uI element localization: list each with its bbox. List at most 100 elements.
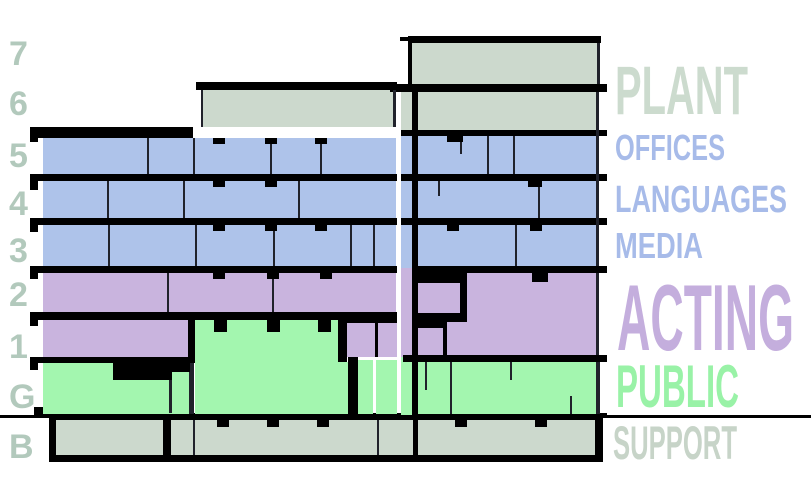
partition — [272, 273, 274, 312]
floor-label-6: 6 — [9, 85, 28, 123]
floor-label-7: 7 — [9, 35, 28, 73]
slab — [30, 357, 190, 363]
edge — [201, 90, 203, 127]
slab — [412, 266, 607, 273]
column-tab — [30, 266, 38, 279]
slab — [403, 355, 607, 362]
atrium-west-wall-lower — [189, 363, 194, 414]
floor-label-5: 5 — [9, 137, 28, 175]
atrium-east-wall — [338, 320, 347, 362]
partition — [270, 138, 272, 174]
zone-label-public: PUBLIC — [616, 353, 739, 420]
slab — [401, 218, 607, 225]
floor-axis: 7 6 5 4 3 2 1 G B — [9, 35, 35, 466]
slab — [30, 266, 397, 273]
floor-label-1: 1 — [9, 328, 28, 366]
beam — [530, 225, 542, 231]
partition — [460, 142, 462, 154]
zone-label-offices: OFFICES — [615, 127, 725, 168]
beam — [320, 273, 332, 279]
atrium-double-height — [195, 320, 338, 414]
beam — [213, 273, 225, 279]
beam — [265, 225, 277, 231]
wall — [375, 320, 378, 357]
core-strip-levels-3-5 — [401, 130, 412, 268]
partition — [350, 225, 352, 266]
beam — [217, 420, 229, 427]
zone-label-media: MEDIA — [615, 225, 703, 266]
ground-floor-room — [376, 360, 397, 414]
backstage-room — [418, 283, 460, 313]
wall — [169, 380, 172, 413]
column-tab — [30, 127, 38, 142]
ground-line-right — [607, 415, 811, 418]
partition — [438, 181, 440, 196]
penthouse-roof — [408, 36, 601, 43]
beam — [213, 181, 225, 187]
level-1-left — [43, 320, 188, 357]
penthouse-west-wall — [408, 37, 412, 87]
core-wall-basement — [413, 420, 418, 455]
beam — [447, 225, 459, 231]
beam — [213, 225, 225, 231]
partition — [183, 181, 185, 218]
ground-floor-room — [358, 360, 373, 414]
partition — [425, 362, 427, 390]
floor-label-basement: B — [9, 428, 34, 466]
ground-slab — [43, 413, 607, 418]
beam — [265, 138, 277, 144]
column-tab — [30, 218, 38, 232]
mezzanine-slab — [113, 372, 172, 380]
beam — [317, 420, 329, 427]
penthouse-roof-lip — [400, 37, 410, 41]
beam — [265, 181, 277, 187]
core-strip-levels-1-2 — [401, 268, 412, 357]
beam — [447, 136, 463, 142]
level-6-right — [417, 92, 598, 130]
roof-slab-left — [30, 127, 193, 138]
atrium-beam — [267, 320, 280, 332]
partition — [167, 273, 169, 312]
partition — [373, 225, 375, 266]
partition — [538, 181, 540, 218]
beam — [315, 138, 327, 144]
backstage-room — [418, 328, 443, 355]
partition — [147, 138, 149, 174]
level-1-room — [347, 323, 375, 357]
zone-labels: PLANT OFFICES LANGUAGES MEDIA ACTING PUB… — [613, 52, 794, 469]
main-theatre-lower — [447, 322, 598, 355]
level-4-right — [417, 181, 598, 218]
core-strip-ground — [401, 357, 412, 415]
partition — [195, 225, 197, 266]
level-4-left — [43, 181, 396, 218]
slab — [30, 218, 397, 225]
wall — [377, 420, 379, 455]
partition — [320, 138, 322, 174]
penthouse-level-7 — [412, 43, 598, 87]
slab — [401, 130, 607, 136]
floor-label-ground: G — [9, 378, 35, 416]
beam — [532, 273, 548, 282]
partition — [515, 225, 517, 266]
level-6-roof-left — [196, 82, 397, 90]
beam — [528, 181, 542, 187]
partition — [570, 396, 572, 414]
floor-label-2: 2 — [9, 276, 28, 314]
level-3-left — [43, 225, 396, 266]
column-tab — [30, 312, 38, 326]
partition — [193, 138, 195, 174]
ground-floor-wall — [348, 357, 358, 414]
east-edge — [596, 273, 599, 355]
floor-label-4: 4 — [9, 185, 28, 223]
zone-label-acting: ACTING — [617, 265, 794, 370]
level-3-right — [417, 225, 598, 266]
slab — [30, 312, 397, 320]
beam — [315, 225, 327, 231]
beam — [455, 420, 467, 427]
beam — [213, 138, 225, 144]
slab — [401, 174, 607, 181]
slab — [30, 174, 397, 181]
section-geometry — [0, 36, 811, 462]
